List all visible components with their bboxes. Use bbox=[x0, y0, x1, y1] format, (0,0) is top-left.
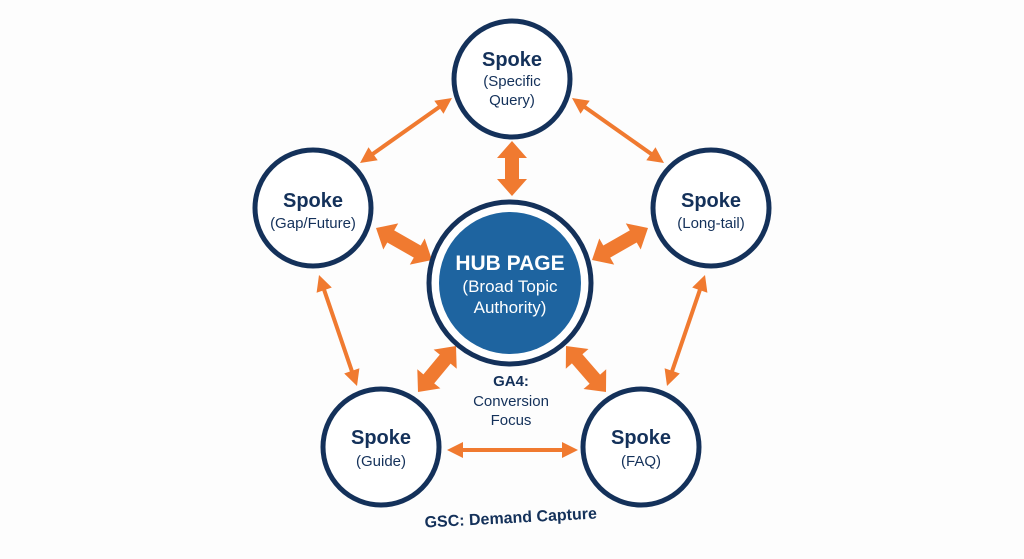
spoke-node-specific-query: Spoke (Specific Query) bbox=[451, 18, 573, 140]
arrow-bottomleft-bottomright bbox=[447, 442, 578, 458]
hub-inner-circle bbox=[439, 212, 581, 354]
spoke-subtitle: Query) bbox=[489, 92, 535, 109]
spoke-circle bbox=[580, 386, 702, 508]
spoke-subtitle: (Long-tail) bbox=[677, 215, 745, 232]
spoke-title: Spoke bbox=[283, 190, 343, 212]
arrow-right-bottomright bbox=[664, 275, 708, 386]
spoke-circle bbox=[650, 147, 772, 269]
spoke-node-guide: Spoke (Guide) bbox=[320, 386, 442, 508]
hub-title: HUB PAGE bbox=[455, 252, 564, 275]
ga4-annotation: GA4: Conversion Focus bbox=[473, 373, 549, 429]
spoke-title: Spoke bbox=[681, 190, 741, 212]
ga4-detail: Conversion bbox=[473, 393, 549, 410]
spoke-circle bbox=[252, 147, 374, 269]
spoke-subtitle: (Gap/Future) bbox=[270, 215, 356, 232]
spoke-node-long-tail: Spoke (Long-tail) bbox=[650, 147, 772, 269]
spoke-subtitle: (FAQ) bbox=[621, 453, 661, 470]
spoke-title: Spoke bbox=[482, 49, 542, 71]
spoke-subtitle: (Guide) bbox=[356, 453, 406, 470]
hub-node: HUB PAGE (Broad Topic Authority) bbox=[426, 199, 594, 367]
arrow-left-bottomleft bbox=[316, 275, 360, 386]
arrow-top-right bbox=[572, 98, 664, 163]
hub-arrow-left bbox=[376, 223, 432, 265]
hub-arrow-bottomleft bbox=[417, 346, 457, 392]
spoke-circle bbox=[451, 18, 573, 140]
hub-arrow-top bbox=[497, 141, 527, 196]
ga4-label: GA4: bbox=[493, 373, 529, 390]
spoke-node-faq: Spoke (FAQ) bbox=[580, 386, 702, 508]
gsc-label: GSC: Demand Capture bbox=[424, 505, 597, 531]
spoke-title: Spoke bbox=[351, 427, 411, 449]
ga4-detail: Focus bbox=[491, 412, 532, 429]
spoke-node-gap-future: Spoke (Gap/Future) bbox=[252, 147, 374, 269]
hub-subtitle: Authority) bbox=[474, 298, 547, 317]
hub-arrow-bottomright bbox=[565, 346, 607, 392]
spoke-circle bbox=[320, 386, 442, 508]
arrow-top-left bbox=[360, 98, 452, 163]
hub-link-arrows bbox=[376, 141, 648, 392]
hub-subtitle: (Broad Topic bbox=[462, 277, 558, 296]
spoke-title: Spoke bbox=[611, 427, 671, 449]
hub-arrow-right bbox=[592, 223, 648, 265]
spoke-subtitle: (Specific bbox=[483, 73, 541, 90]
spoke-link-arrows bbox=[316, 98, 708, 458]
